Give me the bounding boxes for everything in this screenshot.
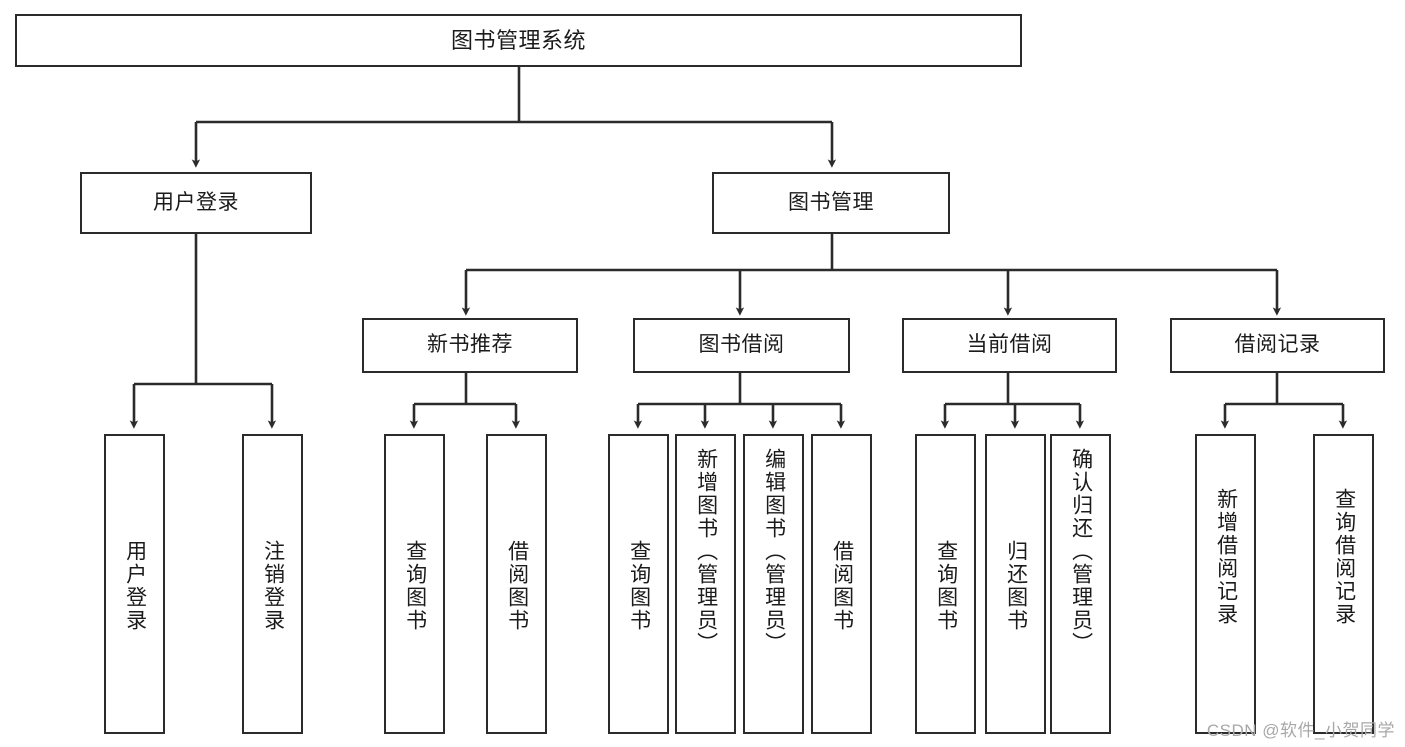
node-leaf-borrow-record-query-label: 查询借阅记录 — [1332, 488, 1356, 626]
node-leaf-book-borrow-add-label: 新增图书（管理员） — [694, 448, 718, 655]
node-borrow-record-label: 借阅记录 — [1234, 333, 1321, 357]
csdn-watermark: CSDN @软件_小贺同学 — [1206, 721, 1395, 740]
node-user-login-label: 用户登录 — [153, 190, 239, 214]
node-leaf-book-borrow-query[interactable]: 查询图书 — [608, 434, 669, 734]
node-new-book-recommend[interactable]: 新书推荐 — [362, 318, 578, 373]
node-current-borrow[interactable]: 当前借阅 — [902, 318, 1117, 373]
node-leaf-current-borrow-return[interactable]: 归还图书 — [985, 434, 1046, 734]
node-leaf-book-borrow-edit[interactable]: 编辑图书（管理员） — [743, 434, 804, 734]
node-leaf-book-borrow-add[interactable]: 新增图书（管理员） — [675, 434, 736, 734]
node-root-system[interactable]: 图书管理系统 — [15, 14, 1022, 67]
node-leaf-book-borrow-borrow-label: 借阅图书 — [830, 540, 854, 632]
node-leaf-current-borrow-return-label: 归还图书 — [1004, 540, 1028, 632]
node-leaf-current-borrow-confirm-label: 确认归还（管理员） — [1069, 448, 1093, 655]
node-leaf-borrow-record-add-label: 新增借阅记录 — [1214, 488, 1238, 626]
node-leaf-borrow-record-add[interactable]: 新增借阅记录 — [1195, 434, 1256, 734]
node-borrow-record[interactable]: 借阅记录 — [1170, 318, 1385, 373]
node-leaf-user-login-logout[interactable]: 注销登录 — [242, 434, 303, 734]
node-leaf-current-borrow-confirm[interactable]: 确认归还（管理员） — [1050, 434, 1111, 734]
node-user-login[interactable]: 用户登录 — [80, 172, 312, 234]
node-leaf-current-borrow-query[interactable]: 查询图书 — [915, 434, 976, 734]
node-book-management[interactable]: 图书管理 — [712, 172, 950, 234]
node-root-system-label: 图书管理系统 — [450, 27, 586, 53]
node-leaf-current-borrow-query-label: 查询图书 — [934, 540, 958, 632]
node-leaf-book-borrow-edit-label: 编辑图书（管理员） — [762, 448, 786, 655]
node-leaf-new-book-borrow[interactable]: 借阅图书 — [486, 434, 547, 734]
node-leaf-book-borrow-borrow[interactable]: 借阅图书 — [811, 434, 872, 734]
node-leaf-user-login-login-label: 用户登录 — [123, 540, 147, 632]
node-leaf-borrow-record-query[interactable]: 查询借阅记录 — [1313, 434, 1374, 734]
node-book-borrow-label: 图书借阅 — [698, 333, 785, 357]
node-leaf-new-book-borrow-label: 借阅图书 — [505, 540, 529, 632]
node-current-borrow-label: 当前借阅 — [966, 333, 1053, 357]
node-leaf-user-login-logout-label: 注销登录 — [261, 540, 285, 632]
node-book-borrow[interactable]: 图书借阅 — [633, 318, 850, 373]
node-leaf-new-book-query-label: 查询图书 — [403, 540, 427, 632]
node-leaf-new-book-query[interactable]: 查询图书 — [384, 434, 445, 734]
node-leaf-user-login-login[interactable]: 用户登录 — [104, 434, 165, 734]
node-leaf-book-borrow-query-label: 查询图书 — [627, 540, 651, 632]
node-book-management-label: 图书管理 — [788, 190, 874, 214]
node-new-book-recommend-label: 新书推荐 — [427, 333, 513, 357]
